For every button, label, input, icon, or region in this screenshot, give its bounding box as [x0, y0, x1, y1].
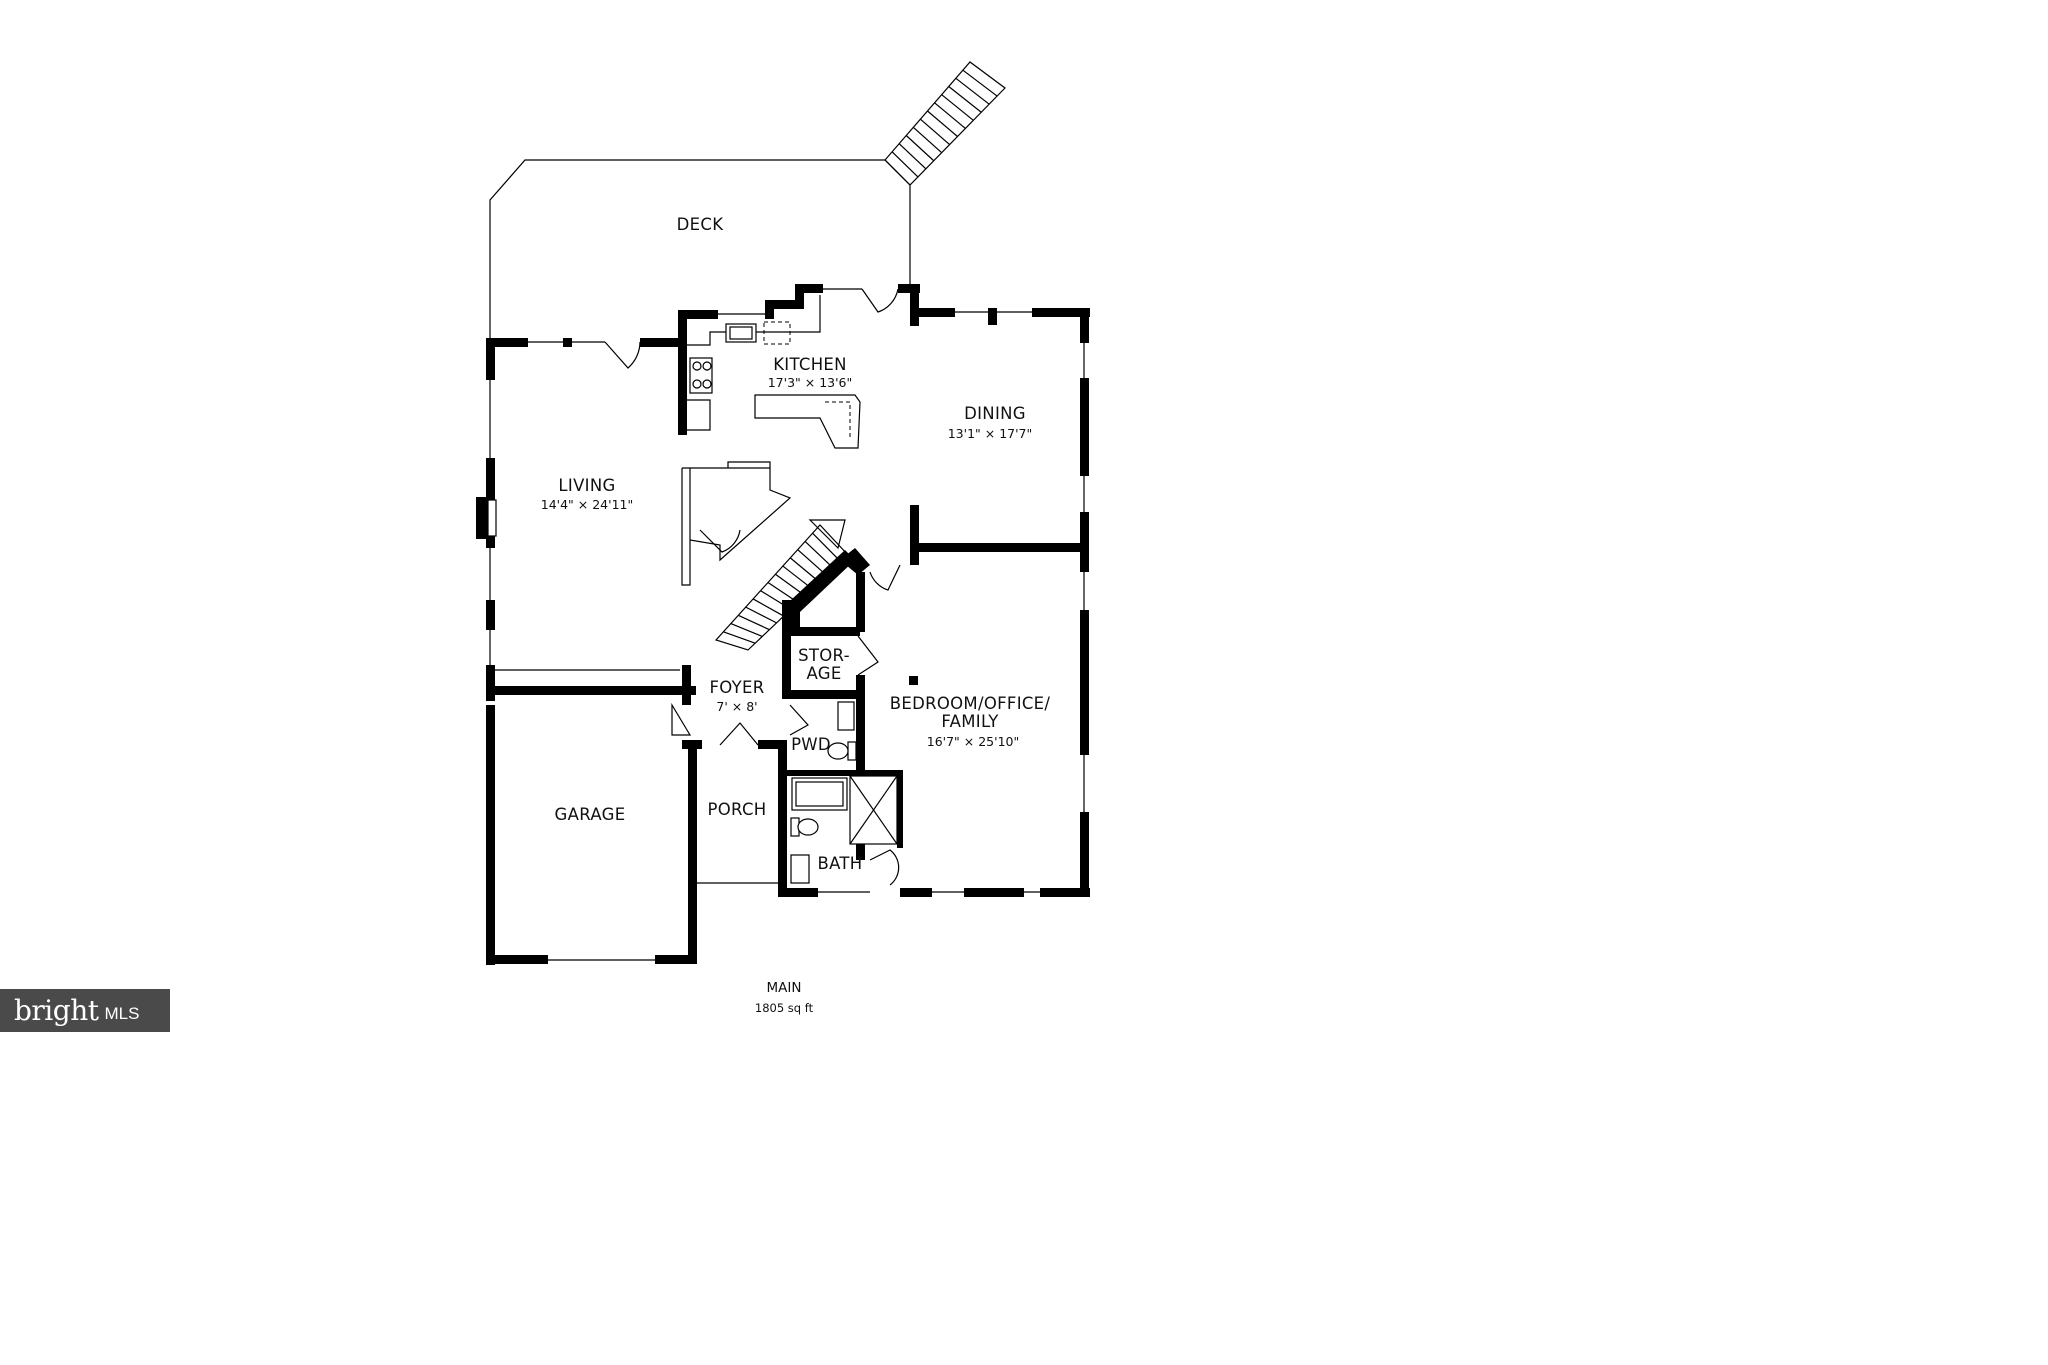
- kitchen-label: KITCHEN: [773, 355, 847, 374]
- stair-tread: [912, 126, 943, 154]
- stair-tread: [775, 573, 806, 597]
- doors: [604, 288, 901, 886]
- floor-plan: DECK KITCHEN 17'3" × 13'6" DINING 13'1" …: [476, 61, 1090, 1015]
- room-labels: DECK KITCHEN 17'3" × 13'6" DINING 13'1" …: [541, 215, 1051, 1015]
- bath-label: BATH: [817, 854, 862, 873]
- stair-tread: [782, 565, 813, 590]
- stair-tread: [767, 582, 799, 603]
- garage-label: GARAGE: [555, 805, 626, 824]
- stair-tread: [745, 606, 777, 624]
- logo-suffix: MLS: [104, 1003, 140, 1023]
- logo-brand: bright: [14, 994, 99, 1027]
- bedroom-dims: 16'7" × 25'10": [927, 734, 1019, 749]
- floor-area: 1805 sq ft: [755, 1001, 814, 1015]
- stair-tread: [905, 135, 935, 162]
- living-dims: 14'4" × 24'11": [541, 497, 633, 512]
- stair-tread: [797, 549, 827, 576]
- deck-label: DECK: [677, 215, 725, 234]
- stair-tread: [730, 623, 763, 637]
- stair-tread: [789, 557, 820, 583]
- dining-label: DINING: [964, 404, 1026, 423]
- stair-tread: [760, 590, 792, 610]
- bright-mls-logo: bright MLS: [0, 989, 170, 1032]
- pwd-label: PWD: [791, 735, 831, 754]
- deck-outline: [489, 159, 911, 340]
- stair-tread: [891, 151, 919, 178]
- stair-tread: [920, 118, 950, 146]
- markers: [909, 676, 918, 685]
- interior-stairs: [714, 524, 849, 651]
- stair-tread: [723, 631, 756, 644]
- walls: [476, 284, 1090, 965]
- stair-tread: [752, 598, 785, 617]
- stair-tread: [804, 540, 835, 570]
- stair-tread: [898, 143, 927, 170]
- porch-label: PORCH: [707, 800, 766, 819]
- dining-dims: 13'1" × 17'7": [948, 426, 1033, 441]
- deck-stairs: [884, 61, 1006, 186]
- bedroom-label-line2: FAMILY: [941, 712, 999, 731]
- stair-tread: [948, 86, 982, 113]
- stair-tread: [941, 94, 974, 121]
- stair-tread: [738, 614, 770, 631]
- stair-tread: [934, 102, 966, 129]
- stair-tread: [812, 532, 842, 563]
- living-label: LIVING: [558, 476, 615, 495]
- floor-title: MAIN: [767, 980, 802, 996]
- bath-fixtures: [790, 701, 898, 884]
- foyer-dims: 7' × 8': [716, 699, 757, 714]
- foyer-label: FOYER: [709, 678, 764, 697]
- stair-tread: [962, 69, 998, 97]
- storage-label-line1: STOR-: [798, 646, 850, 665]
- storage-label-line2: AGE: [806, 664, 841, 683]
- stair-tread: [955, 77, 990, 105]
- bedroom-label-line1: BEDROOM/OFFICE/: [890, 694, 1051, 713]
- kitchen-fixtures: [687, 295, 861, 449]
- stair-tread: [927, 110, 958, 137]
- kitchen-dims: 17'3" × 13'6": [768, 375, 853, 390]
